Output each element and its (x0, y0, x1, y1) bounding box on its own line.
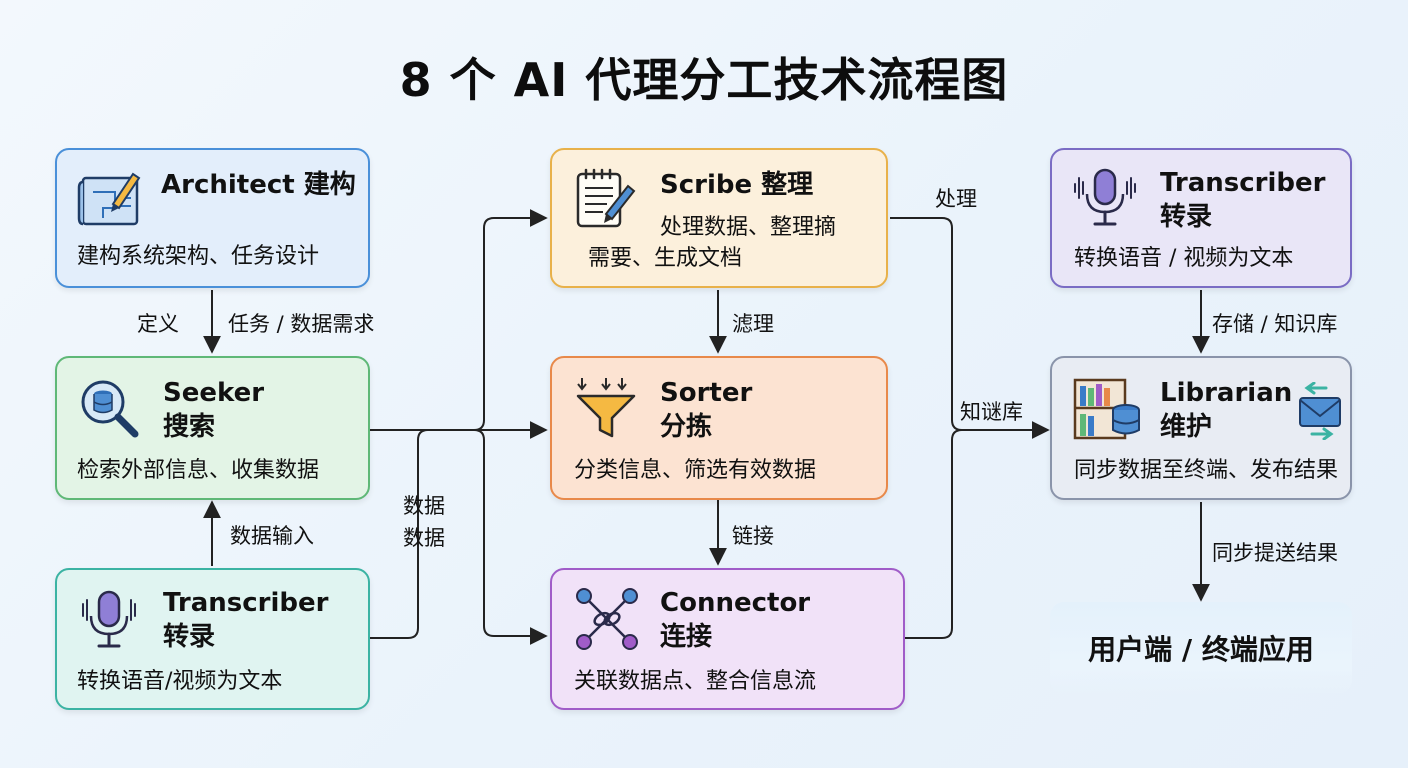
librarian-name-line1: Librarian (1160, 378, 1293, 408)
edge-seeker-connector (473, 429, 548, 645)
seeker-name-line1: Seeker (163, 378, 265, 408)
edge-label-data-2: 数据 (403, 526, 445, 550)
transcriber-right-desc: 转换语音 / 视频为文本 (1074, 246, 1294, 271)
scribe-name: Scribe 整理 (660, 170, 814, 200)
seeker-desc: 检索外部信息、收集数据 (77, 458, 320, 483)
transcriber-right-name-line2: 转录 (1160, 202, 1213, 232)
architect-name: Architect 建构 (161, 170, 356, 200)
microphone-icon (1074, 168, 1136, 226)
transcriber-right-name-line1: Transcriber (1160, 168, 1326, 198)
edge-label-define: 定义 (137, 312, 179, 336)
edge-transcriber-out (370, 429, 474, 639)
librarian-desc: 同步数据至终端、发布结果 (1074, 458, 1339, 483)
node-librarian: Librarian 维护 同步数据至终端、发布结果 (1050, 356, 1352, 500)
edge-connector-librarian (905, 429, 963, 639)
edge-label-link: 链接 (732, 524, 774, 548)
page-title: 8 个 AI 代理分工技术流程图 (399, 53, 1009, 107)
endpoint-user-terminal: 用户端 / 终端应用 (1050, 602, 1352, 694)
blueprint-pencil-icon (77, 172, 141, 226)
node-connector: Connector 连接 关联数据点、整合信息流 (550, 568, 905, 710)
architect-desc: 建构系统架构、任务设计 (77, 244, 320, 269)
edge-seeker-trunk (370, 209, 548, 431)
node-scribe: Scribe 整理 处理数据、整理摘 需要、生成文档 (550, 148, 888, 288)
connector-name-line2: 连接 (660, 622, 713, 652)
node-transcriber-left: Transcriber 转录 转换语音/视频为文本 (55, 568, 370, 710)
scribe-desc-line1: 处理数据、整理摘 (660, 215, 837, 240)
edge-label-process: 处理 (935, 187, 977, 211)
node-sorter: Sorter 分拣 分类信息、筛选有效数据 (550, 356, 888, 500)
funnel-icon (576, 378, 636, 438)
node-seeker: Seeker 搜索 检索外部信息、收集数据 (55, 356, 370, 500)
edge-label-sync-push: 同步提送结果 (1212, 541, 1338, 565)
connector-name-line1: Connector (660, 588, 811, 618)
sorter-desc: 分类信息、筛选有效数据 (574, 458, 817, 483)
seeker-name-line2: 搜索 (163, 412, 216, 442)
notepad-pen-icon (576, 168, 636, 228)
scribe-desc-line2: 需要、生成文档 (588, 246, 743, 271)
edge-label-data-input: 数据输入 (230, 524, 314, 548)
bookshelf-database-icon (1073, 378, 1140, 440)
sorter-name-line1: Sorter (660, 378, 753, 408)
node-architect: Architect 建构 建构系统架构、任务设计 (55, 148, 370, 288)
mail-sync-icon (1299, 382, 1341, 440)
network-nodes-icon (576, 588, 638, 650)
edge-label-knowledge-base: 知谜库 (960, 400, 1023, 424)
edge-label-task-data: 任务 / 数据需求 (228, 312, 375, 336)
connector-desc: 关联数据点、整合信息流 (574, 669, 817, 694)
edge-label-store-kb: 存储 / 知识库 (1212, 312, 1338, 336)
transcriber-left-name-line1: Transcriber (163, 588, 329, 618)
magnifier-database-icon (81, 380, 139, 438)
transcriber-left-name-line2: 转录 (163, 622, 216, 652)
edge-label-data-1: 数据 (403, 494, 445, 518)
librarian-name-line2: 维护 (1160, 412, 1213, 442)
microphone-icon (82, 590, 136, 648)
node-transcriber-right: Transcriber 转录 转换语音 / 视频为文本 (1050, 148, 1352, 288)
edge-scribe-librarian (890, 217, 1050, 439)
transcriber-left-desc: 转换语音/视频为文本 (77, 669, 283, 694)
sorter-name-line2: 分拣 (660, 412, 713, 442)
edge-label-filter: 滤理 (732, 312, 774, 336)
